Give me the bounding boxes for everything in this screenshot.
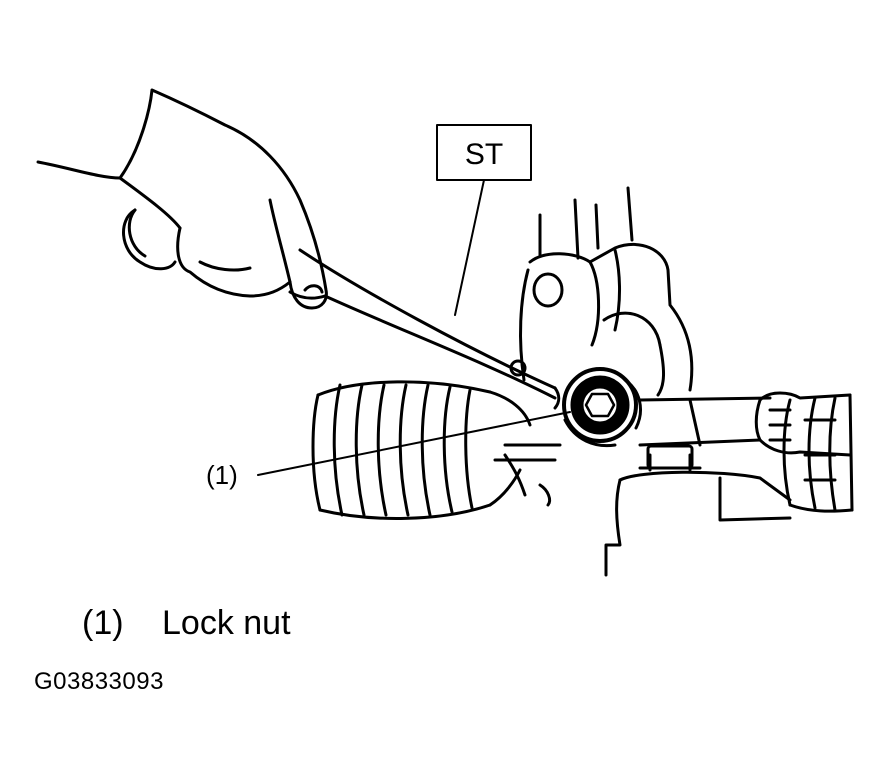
rack-housing [503,186,792,577]
callout-1: (1) [206,411,571,490]
callout-1-leader [257,411,571,476]
legend: (1) Lock nut [82,604,291,643]
lock-nut [562,367,642,448]
callout-st-leader [454,179,485,316]
legend-text: Lock nut [162,604,291,642]
legend-number: (1) [82,604,124,642]
callout-st: ST [436,124,532,316]
right-boot [754,391,854,513]
hand [36,88,328,310]
figure-id: G03833093 [34,668,164,695]
special-tool [288,248,561,410]
callout-1-label: (1) [206,460,238,490]
callout-st-label: ST [465,138,503,171]
left-boot [311,380,562,520]
